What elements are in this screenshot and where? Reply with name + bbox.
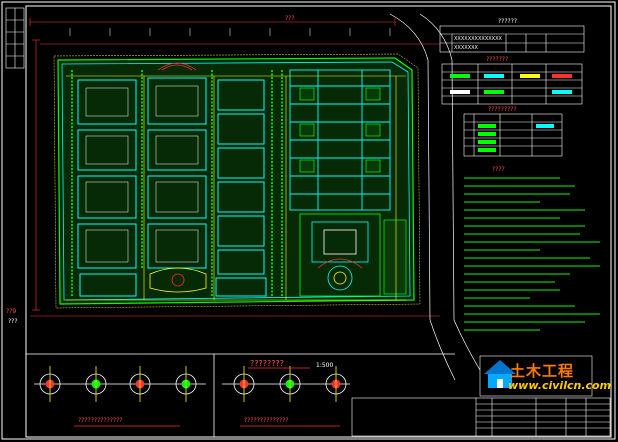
entrance-plaza-bottom	[149, 267, 207, 293]
pipe-network	[66, 75, 406, 301]
table-row-2: XXXXXXX	[454, 45, 478, 51]
inner-frame	[25, 5, 612, 438]
left-title-strip	[5, 7, 25, 69]
material-entries	[478, 124, 554, 152]
notes-title: ????	[492, 166, 505, 173]
workshop-zone	[289, 69, 391, 211]
house-logo-icon	[479, 355, 593, 397]
top-dimension-ticks	[69, 28, 391, 36]
table-row-1: XXXXXXXXXXXXXX	[454, 36, 502, 42]
plan-title: ????????	[250, 359, 284, 368]
legend-title: ???????	[486, 56, 509, 63]
left-label: ???	[8, 318, 18, 325]
plan-scale: 1:500	[316, 362, 334, 369]
table-top-title: ??????	[498, 18, 518, 25]
title-block	[351, 397, 611, 437]
info-table-top	[439, 25, 585, 53]
office-garden	[299, 213, 381, 297]
valve-details-right	[222, 366, 350, 402]
legend-table	[441, 63, 583, 105]
top-dimension-label: ???	[285, 15, 295, 22]
caption-underlines	[74, 367, 340, 427]
material-table	[463, 113, 563, 157]
detail-caption-right: ??????????????	[244, 417, 289, 424]
green-belts	[71, 70, 283, 296]
watermark-brand: 土木工程	[510, 362, 575, 380]
pool-inner-lines	[85, 85, 199, 263]
workshop-green	[299, 87, 407, 295]
section-title: ?????????	[488, 106, 517, 113]
legend-swatches	[450, 74, 572, 94]
dimension-lines	[29, 18, 440, 317]
external-road	[389, 13, 481, 381]
pool-column-left	[77, 79, 137, 297]
entrance-plaza-top	[157, 62, 197, 71]
design-notes	[464, 177, 600, 331]
detail-caption-left: ??????????????	[78, 417, 123, 424]
pool-column-right	[215, 79, 267, 297]
site-boundary	[53, 53, 421, 309]
watermark-url: www.civilcn.com	[508, 379, 612, 392]
pool-column-middle	[147, 77, 207, 269]
left-dimension-label: ??9	[6, 308, 17, 315]
valve-details-left	[34, 366, 206, 402]
